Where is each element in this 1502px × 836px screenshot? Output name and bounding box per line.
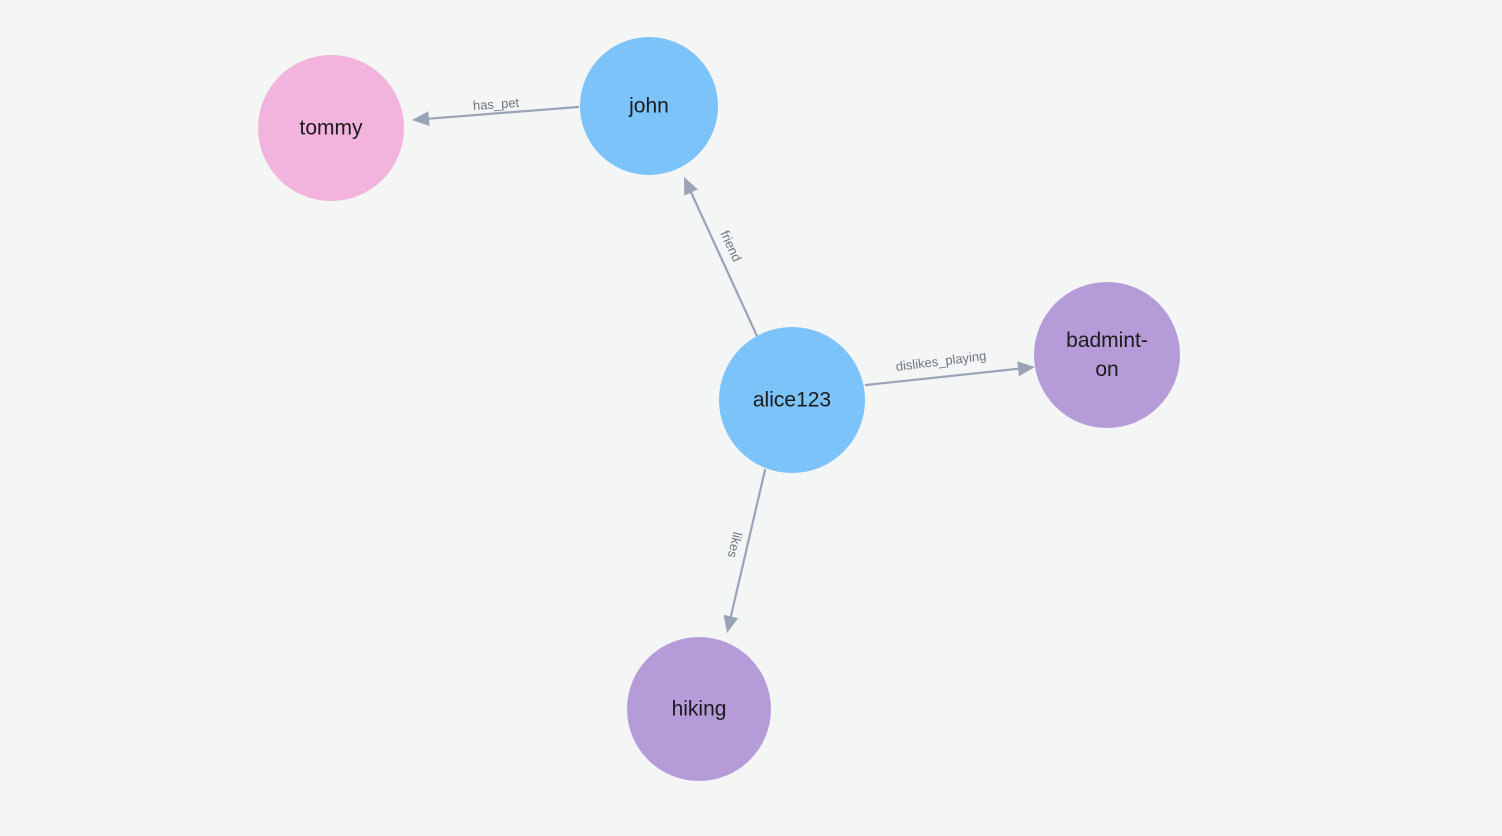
node-layer: tommy john alice123 badmint-on hiking [258, 37, 1180, 781]
edge-label: likes [725, 531, 746, 560]
edge-line[interactable] [864, 367, 1020, 387]
node-circle[interactable] [719, 327, 865, 473]
graph-edge[interactable]: friend [684, 177, 759, 338]
edge-arrowhead-icon [1017, 361, 1035, 377]
node-circle[interactable] [580, 37, 718, 175]
edge-label: dislikes_playing [895, 348, 987, 374]
graph-node-john[interactable]: john [580, 37, 718, 175]
graph-edge[interactable]: dislikes_playing [864, 348, 1035, 387]
node-circle[interactable] [258, 55, 404, 201]
edge-arrowhead-icon [684, 177, 698, 196]
node-circle[interactable] [1034, 282, 1180, 428]
node-circle[interactable] [627, 637, 771, 781]
graph-node-hiking[interactable]: hiking [627, 637, 771, 781]
edge-line[interactable] [427, 105, 580, 120]
edge-line[interactable] [689, 191, 759, 338]
edge-label: has_pet [472, 95, 520, 113]
edge-arrowhead-icon [412, 111, 430, 127]
graph-edge[interactable]: has_pet [412, 95, 580, 127]
graph-edge[interactable]: likes [723, 468, 767, 633]
graph-node-alice123[interactable]: alice123 [719, 327, 865, 473]
edge-line[interactable] [729, 468, 767, 618]
graph-node-tommy[interactable]: tommy [258, 55, 404, 201]
graph-node-badminton[interactable]: badmint-on [1034, 282, 1180, 428]
edge-arrowhead-icon [723, 614, 739, 633]
